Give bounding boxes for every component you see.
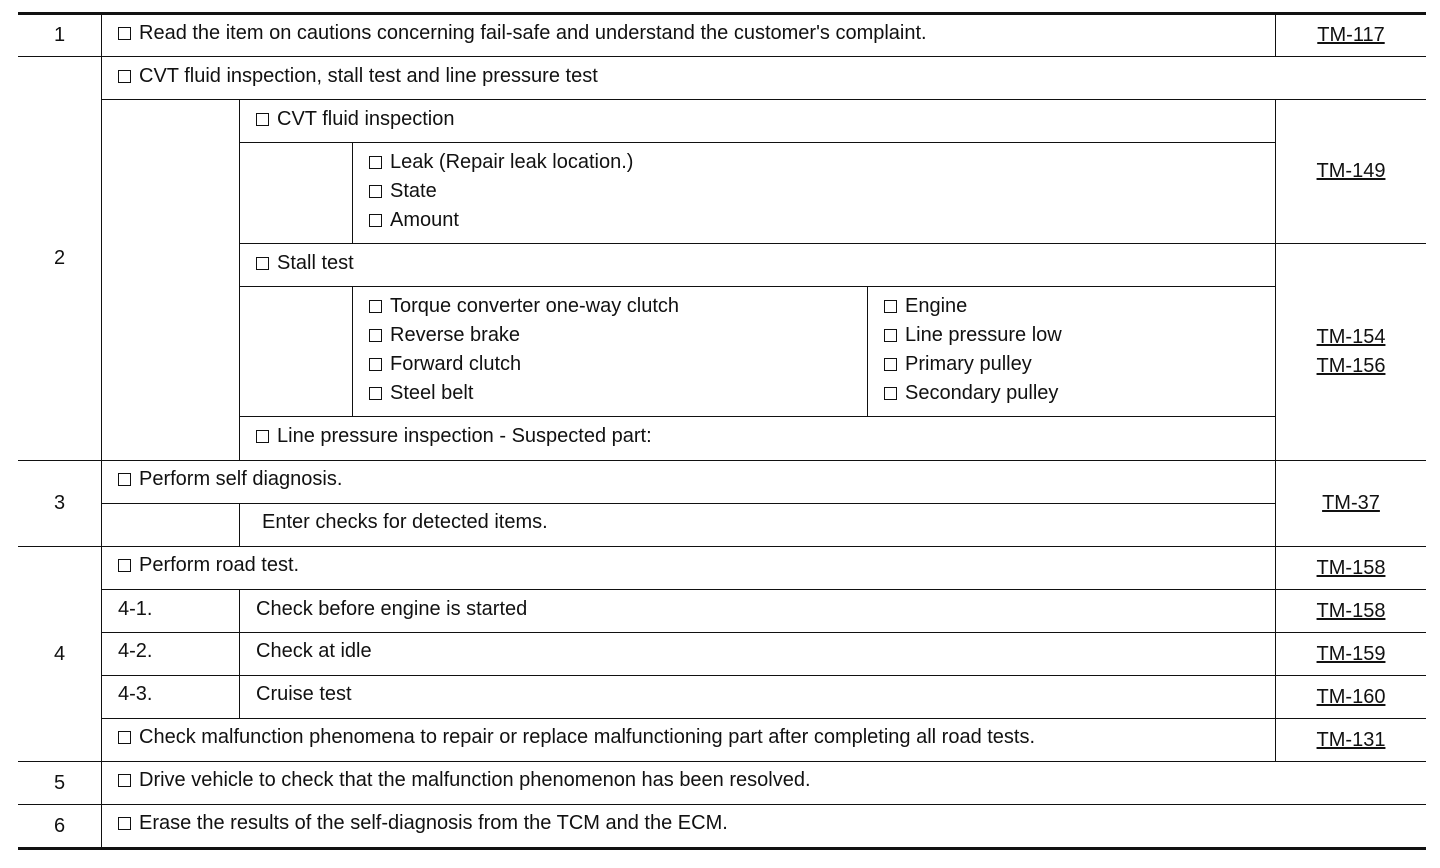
reference-link[interactable]: TM-131 [1316, 728, 1386, 751]
column-divider [1275, 546, 1276, 762]
row-divider [101, 632, 1426, 633]
reference-link[interactable]: TM-158 [1316, 599, 1386, 622]
checkbox-icon[interactable] [256, 430, 269, 443]
checkbox-icon[interactable] [884, 358, 897, 371]
row-divider [101, 99, 1426, 100]
step-4-item[interactable]: Perform road test. [118, 551, 299, 580]
row-divider [239, 416, 1275, 417]
step-number: 2 [53, 247, 66, 269]
list-item[interactable]: Reverse brake [369, 321, 679, 350]
checkbox-icon[interactable] [884, 329, 897, 342]
list-item[interactable]: Amount [369, 206, 633, 235]
checkbox-icon[interactable] [118, 473, 131, 486]
checkbox-icon[interactable] [369, 387, 382, 400]
sub-step-id: 4-2. [118, 640, 153, 662]
reference-link[interactable]: TM-154 [1316, 326, 1386, 348]
checkbox-icon[interactable] [118, 27, 131, 40]
column-divider [1275, 99, 1276, 547]
checkbox-icon[interactable] [256, 257, 269, 270]
step-5-item[interactable]: Drive vehicle to check that the malfunct… [118, 766, 811, 795]
row-divider [18, 804, 1426, 805]
step-number: 1 [53, 24, 66, 46]
row-divider [101, 718, 1426, 719]
row-divider [18, 460, 1426, 461]
step-2-title[interactable]: CVT fluid inspection, stall test and lin… [118, 62, 598, 91]
cvt-fluid-inspection[interactable]: CVT fluid inspection [256, 105, 455, 134]
row-divider [239, 243, 1426, 244]
step-number: 4 [53, 642, 66, 665]
step-number: 5 [53, 771, 66, 794]
checkbox-icon[interactable] [118, 774, 131, 787]
step-4-final[interactable]: Check malfunction phenomena to repair or… [118, 723, 1035, 752]
checkbox-icon[interactable] [369, 156, 382, 169]
list-item[interactable]: Forward clutch [369, 350, 679, 379]
step-6-item[interactable]: Erase the results of the self-diagnosis … [118, 809, 728, 838]
checkbox-icon[interactable] [118, 559, 131, 572]
step-number: 3 [53, 492, 66, 514]
column-divider [101, 12, 102, 850]
reference-link[interactable]: TM-158 [1316, 556, 1386, 579]
row-divider [101, 675, 1426, 676]
list-item[interactable]: Torque converter one-way clutch [369, 292, 679, 321]
column-divider [867, 286, 868, 417]
reference-link[interactable]: TM-149 [1316, 160, 1386, 182]
list-item[interactable]: Primary pulley [884, 350, 1062, 379]
stall-test-right-list: Engine Line pressure low Primary pulley … [884, 292, 1062, 408]
row-divider [239, 142, 1275, 143]
checkbox-icon[interactable] [369, 329, 382, 342]
row-divider [101, 589, 1426, 590]
checkbox-icon[interactable] [256, 113, 269, 126]
checkbox-icon[interactable] [884, 300, 897, 313]
reference-link[interactable]: TM-156 [1316, 355, 1386, 377]
list-item[interactable]: Secondary pulley [884, 379, 1062, 408]
checkbox-icon[interactable] [118, 731, 131, 744]
checkbox-icon[interactable] [884, 387, 897, 400]
sub-step-label: Cruise test [256, 683, 352, 705]
checkbox-icon[interactable] [369, 358, 382, 371]
list-item[interactable]: State [369, 177, 633, 206]
checkbox-icon[interactable] [118, 817, 131, 830]
checkbox-icon[interactable] [369, 214, 382, 227]
column-divider [352, 142, 353, 244]
table-bottom-border [18, 847, 1426, 850]
table-top-border [18, 12, 1426, 15]
fluid-check-list: Leak (Repair leak location.) State Amoun… [369, 148, 633, 235]
list-item[interactable]: Line pressure low [884, 321, 1062, 350]
row-divider [18, 761, 1426, 762]
sub-step-label: Check at idle [256, 640, 372, 662]
sub-step-id: 4-3. [118, 683, 153, 705]
row-divider [18, 56, 1426, 57]
column-divider [1275, 12, 1276, 57]
list-item[interactable]: Steel belt [369, 379, 679, 408]
list-item[interactable]: Engine [884, 292, 1062, 321]
row-divider [101, 503, 1275, 504]
list-item[interactable]: Leak (Repair leak location.) [369, 148, 633, 177]
column-divider [239, 589, 240, 719]
step-1-item[interactable]: Read the item on cautions concerning fai… [118, 19, 927, 48]
column-divider [239, 503, 240, 547]
reference-link[interactable]: TM-159 [1316, 642, 1386, 665]
column-divider [239, 99, 240, 461]
sub-step-label: Check before engine is started [256, 598, 528, 620]
reference-link[interactable]: TM-160 [1316, 685, 1386, 708]
line-pressure-inspection[interactable]: Line pressure inspection - Suspected par… [256, 422, 652, 451]
stall-test[interactable]: Stall test [256, 249, 354, 278]
step-3-item[interactable]: Perform self diagnosis. [118, 465, 342, 494]
checkbox-icon[interactable] [369, 185, 382, 198]
checkbox-icon[interactable] [369, 300, 382, 313]
column-divider [352, 286, 353, 417]
row-divider [239, 286, 1275, 287]
row-divider [18, 546, 1426, 547]
stall-test-left-list: Torque converter one-way clutch Reverse … [369, 292, 679, 408]
checkbox-icon[interactable] [118, 70, 131, 83]
step-number: 6 [53, 814, 66, 837]
reference-link[interactable]: TM-117 [1317, 24, 1385, 46]
step-3-note: Enter checks for detected items. [262, 511, 548, 533]
sub-step-id: 4-1. [118, 598, 153, 620]
reference-link[interactable]: TM-37 [1322, 492, 1380, 514]
reference-group: TM-154 TM-156 [1276, 244, 1426, 460]
